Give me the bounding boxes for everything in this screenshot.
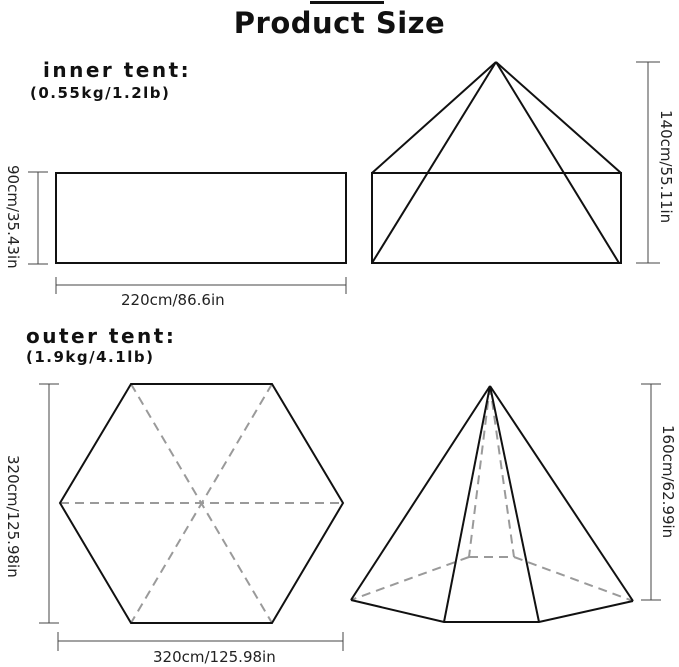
inner-tent-front-view xyxy=(371,61,660,264)
inner-tent-depth-label: 90cm/35.43in xyxy=(4,165,22,269)
outer-tent-top-view xyxy=(39,383,345,651)
outer-tent-depth-label: 320cm/125.98in xyxy=(4,455,22,578)
outer-tent-height-label: 160cm/62.99in xyxy=(659,425,677,539)
inner-tent-label: inner tent: xyxy=(43,58,192,82)
page-title: Product Size xyxy=(233,6,446,40)
inner-tent-weight: (0.55kg/1.2lb) xyxy=(30,84,171,102)
outer-tent-side-view xyxy=(350,383,661,623)
outer-tent-width-label: 320cm/125.98in xyxy=(153,648,276,666)
inner-tent-top-view xyxy=(28,171,347,294)
title-decoration-bar xyxy=(310,1,384,4)
outer-tent-weight: (1.9kg/4.1lb) xyxy=(26,348,155,366)
inner-tent-width-label: 220cm/86.6in xyxy=(121,291,225,309)
outer-tent-label: outer tent: xyxy=(26,324,177,348)
inner-tent-height-label: 140cm/55.11in xyxy=(657,110,675,224)
